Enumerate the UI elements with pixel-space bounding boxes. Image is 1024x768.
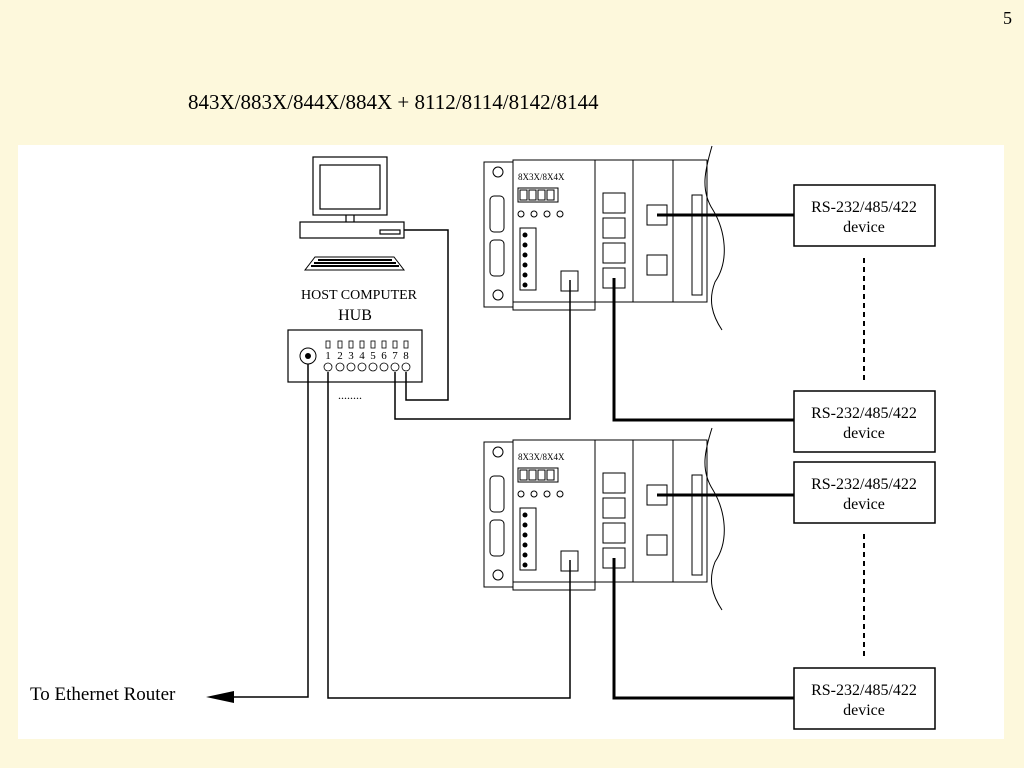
controller-rack-top: 8X3X/8X4X (483, 145, 725, 331)
slide-title: 843X/883X/844X/884X + 8112/8114/8142/814… (188, 90, 599, 114)
device-label-line2: device (843, 702, 885, 719)
network-diagram: HOST COMPUTER HUB 1 2 3 4 (30, 145, 936, 730)
keyboard-icon (303, 256, 406, 271)
host-computer-icon (299, 156, 405, 239)
ethernet-router-label: To Ethernet Router (30, 684, 176, 705)
hub-port-label: 8 (403, 350, 409, 362)
hub-port-label: 3 (348, 350, 354, 362)
hub-label: HUB (338, 307, 372, 324)
arrow-left-icon (206, 691, 234, 703)
rs232-device-box: RS-232/485/422 device (793, 667, 936, 730)
device-label-line2: device (843, 496, 885, 513)
hub-port-label: 2 (337, 350, 343, 362)
device-label-line1: RS-232/485/422 (811, 682, 917, 699)
device-label-line2: device (843, 219, 885, 236)
diagram-panel: HOST COMPUTER HUB 1 2 3 4 (18, 145, 1004, 739)
device-label-line1: RS-232/485/422 (811, 405, 917, 422)
hub-port-label: 1 (325, 350, 331, 362)
hub-port-label: 4 (359, 350, 365, 362)
rs232-device-box: RS-232/485/422 device (793, 390, 936, 453)
hub-icon: 1 2 3 4 5 6 7 8 (287, 329, 423, 383)
hub-port-label: 6 (381, 350, 387, 362)
rs232-device-box: RS-232/485/422 device (793, 461, 936, 524)
device-label-line1: RS-232/485/422 (811, 476, 917, 493)
controller-label: 8X3X/8X4X (518, 452, 565, 462)
hub-port-label: 7 (392, 350, 398, 362)
hub-port-label: 5 (370, 350, 376, 362)
controller-label: 8X3X/8X4X (518, 172, 565, 182)
rs232-device-box: RS-232/485/422 device (793, 184, 936, 247)
hub-ellipsis: ........ (338, 388, 362, 402)
cable-lines (234, 213, 794, 700)
device-label-line1: RS-232/485/422 (811, 199, 917, 216)
controller-rack-bottom: 8X3X/8X4X (483, 427, 725, 611)
device-label-line2: device (843, 425, 885, 442)
page-number: 5 (1003, 8, 1012, 28)
host-computer-label: HOST COMPUTER (301, 288, 418, 303)
